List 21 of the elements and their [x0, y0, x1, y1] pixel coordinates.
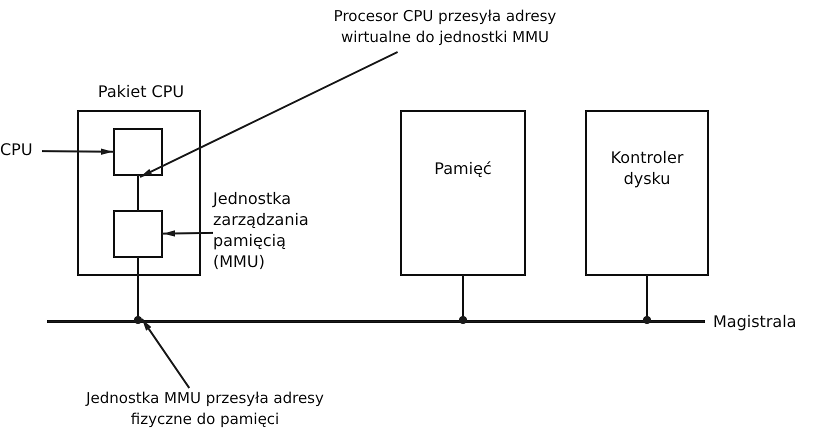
box-label: Pamięć	[433, 158, 493, 178]
leader-arrow	[140, 51, 398, 178]
bus-label: Magistrala	[713, 310, 796, 332]
connection-line	[642, 276, 652, 324]
component-box	[585, 110, 709, 276]
annotation-text: CPU	[0, 139, 42, 163]
annotation-text: Procesor CPU przesyła adresy wirtualne do jednostki MMU	[300, 6, 590, 52]
leader-arrow	[162, 230, 214, 237]
annotation-text: Jednostka MMU przesyła adresy fizyczne do pamięci	[70, 388, 340, 434]
connection-line	[134, 258, 142, 324]
bus-line	[47, 320, 705, 323]
leader-arrow	[141, 318, 190, 389]
connection-line	[458, 276, 468, 324]
connection-line	[137, 176, 139, 210]
leader-arrow	[42, 148, 113, 155]
box-label: Kontroler dysku	[610, 147, 684, 189]
component-box	[113, 128, 163, 176]
annotation-text: Jednostka zarządzania pamięcią (MMU)	[213, 188, 321, 276]
component-box	[113, 210, 163, 258]
component-box	[400, 110, 526, 276]
box-heading: Pakiet CPU	[96, 81, 186, 102]
